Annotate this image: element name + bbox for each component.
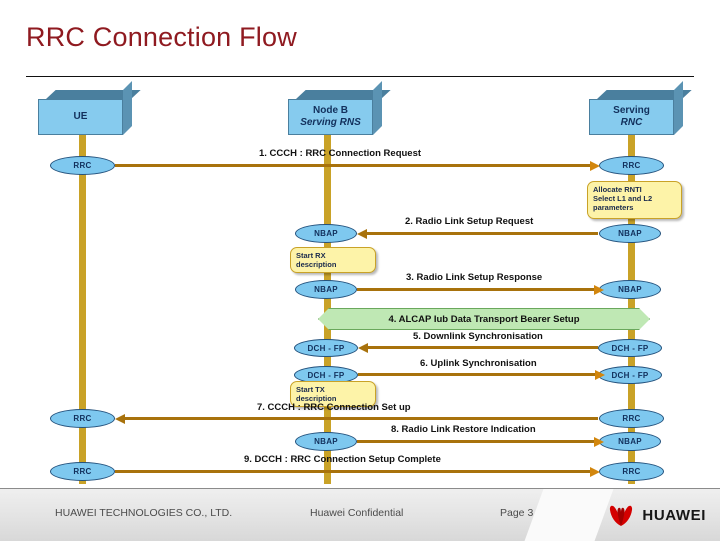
footer-confidentiality: Huawei Confidential [310, 507, 404, 519]
note-line-2: description [296, 394, 337, 403]
note-allocate-rnti: Allocate RNTI Select L1 and L2 parameter… [587, 181, 682, 219]
node-box-side-face [123, 81, 132, 135]
note-line-3: parameters [593, 203, 634, 212]
message-arrow-8 [357, 436, 604, 447]
message-label-9: 9. DCCH : RRC Connection Setup Complete [244, 454, 441, 465]
protocol-node-rrc-ue-7[interactable]: RRC [50, 409, 115, 428]
title-divider [26, 76, 694, 77]
arrowhead-right-icon [594, 436, 604, 447]
message-arrow-9 [115, 466, 600, 477]
footer-swoosh-decoration [522, 489, 616, 541]
page-title: RRC Connection Flow [26, 22, 297, 52]
note-line-2: description [296, 260, 337, 269]
node-label-line1: Serving [613, 105, 650, 116]
message-label-6: 6. Uplink Synchronisation [420, 358, 537, 369]
message-label-3: 3. Radio Link Setup Response [406, 272, 543, 283]
protocol-node-nbap-rnc-2[interactable]: NBAP [599, 224, 661, 243]
protocol-node-nbap-nodeb-8[interactable]: NBAP [295, 432, 357, 451]
message-label-7: 7. CCCH : RRC Connection Set up [257, 402, 411, 413]
node-box-front-face: Serving RNC [589, 99, 674, 135]
protocol-node-rrc-rnc-1[interactable]: RRC [599, 156, 664, 175]
arrowhead-right-icon [590, 466, 600, 477]
protocol-node-rrc-rnc-7[interactable]: RRC [599, 409, 664, 428]
node-box-front-face: Node B Serving RNS [288, 99, 373, 135]
node-label-line2: Serving RNS [300, 117, 361, 128]
message-arrow-7 [115, 413, 598, 424]
node-box-nodeb: Node B Serving RNS [288, 81, 391, 135]
message-arrow-2 [357, 228, 598, 239]
protocol-node-nbap-nodeb-3[interactable]: NBAP [295, 280, 357, 299]
sequence-diagram: UE Node B Serving RNS Serving RNC RRC RR… [0, 81, 720, 484]
message-band-alcap: 4. ALCAP Iub Data Transport Bearer Setup [318, 308, 650, 330]
node-box-ue: UE [38, 81, 141, 135]
node-label-line1: Node B [313, 105, 348, 116]
protocol-node-rrc-ue-9[interactable]: RRC [50, 462, 115, 481]
huawei-logo: HUAWEI [606, 503, 706, 527]
huawei-wordmark: HUAWEI [642, 506, 706, 524]
protocol-node-dchfp-rnc-6[interactable]: DCH - FP [598, 366, 662, 384]
node-box-side-face [674, 81, 683, 135]
note-start-tx: Start TX description [290, 381, 376, 407]
note-start-rx: Start RX description [290, 247, 376, 273]
protocol-node-dchfp-nodeb-5[interactable]: DCH - FP [294, 339, 358, 357]
protocol-node-nbap-rnc-8[interactable]: NBAP [599, 432, 661, 451]
protocol-node-nbap-rnc-3[interactable]: NBAP [599, 280, 661, 299]
lifeline-ue [79, 132, 86, 484]
lifeline-nodeb [324, 132, 331, 484]
protocol-node-rrc-ue-1[interactable]: RRC [50, 156, 115, 175]
message-arrow-5 [358, 342, 598, 353]
node-box-front-face: UE [38, 99, 123, 135]
arrowhead-right-icon [590, 160, 600, 171]
message-label-5: 5. Downlink Synchronisation [413, 331, 543, 342]
message-arrow-3 [357, 284, 604, 295]
note-line-1: Start RX [296, 251, 326, 260]
protocol-node-rrc-rnc-9[interactable]: RRC [599, 462, 664, 481]
message-label-1: 1. CCCH : RRC Connection Request [259, 148, 422, 159]
message-arrow-1 [115, 160, 600, 171]
footer-page-number: Page 3 [500, 507, 534, 519]
arrowhead-right-icon [594, 284, 604, 295]
message-label-8: 8. Radio Link Restore Indication [391, 424, 536, 435]
protocol-node-nbap-nodeb-2[interactable]: NBAP [295, 224, 357, 243]
node-label-line1: UE [73, 111, 88, 122]
slide-footer: HUAWEI TECHNOLOGIES CO., LTD. Huawei Con… [0, 488, 720, 541]
arrowhead-left-icon [357, 228, 367, 239]
arrowhead-left-icon [358, 342, 368, 353]
node-box-rnc: Serving RNC [589, 81, 692, 135]
note-line-2: Select L1 and L2 [593, 194, 653, 203]
node-box-side-face [373, 81, 382, 135]
protocol-node-dchfp-rnc-5[interactable]: DCH - FP [598, 339, 662, 357]
huawei-flower-icon [610, 505, 633, 526]
note-line-1: Start TX [296, 385, 325, 394]
node-label-line2: RNC [620, 117, 643, 128]
arrowhead-left-icon [115, 413, 125, 424]
message-label-2: 2. Radio Link Setup Request [405, 216, 534, 227]
message-arrow-6 [358, 369, 605, 380]
note-line-1: Allocate RNTI [593, 185, 642, 194]
footer-company: HUAWEI TECHNOLOGIES CO., LTD. [55, 507, 233, 519]
arrowhead-right-icon [595, 369, 605, 380]
